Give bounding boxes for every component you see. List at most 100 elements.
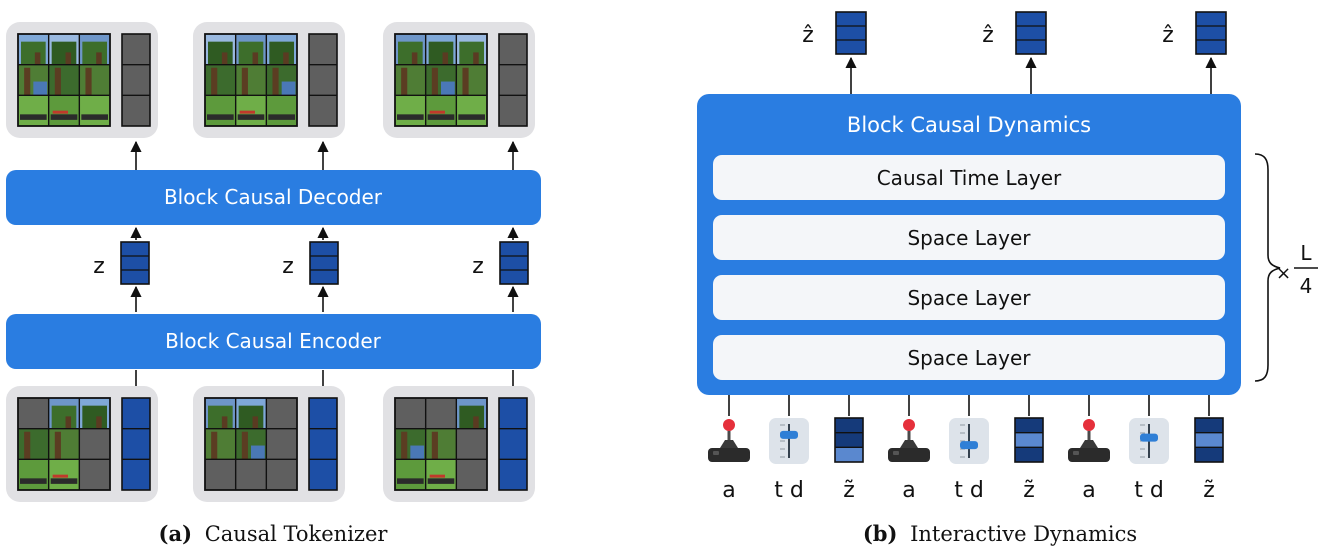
slider-knob xyxy=(780,430,798,439)
hotbar-strip xyxy=(427,114,455,120)
dynamics-caption-tag: (b) xyxy=(863,521,898,546)
masked-patch xyxy=(235,459,267,490)
noisy-latent-token xyxy=(1014,417,1044,463)
block-causal-decoder: Block Causal Decoder xyxy=(6,170,541,225)
water-patch xyxy=(251,445,265,460)
frame-outline xyxy=(204,397,298,491)
token-cell xyxy=(1196,26,1226,40)
joystick-knob xyxy=(903,419,915,431)
trunk-patch xyxy=(283,52,289,65)
token-cell xyxy=(1195,418,1223,433)
grass-patch xyxy=(395,459,426,490)
layer-label: Causal Time Layer xyxy=(877,166,1062,190)
leaf-patch xyxy=(82,41,107,65)
joystick-knob xyxy=(723,419,735,431)
token-cell xyxy=(500,242,528,256)
trunk-patch xyxy=(431,431,438,460)
space-layer: Space Layer xyxy=(713,335,1225,380)
token-outline xyxy=(121,397,151,491)
leaf-patch xyxy=(51,41,77,65)
hotbar-strip xyxy=(20,478,47,484)
trunk-patch xyxy=(272,67,279,96)
token-outline xyxy=(1194,417,1224,463)
trunk-patch xyxy=(473,416,479,429)
token-outline xyxy=(499,241,529,285)
token-cell xyxy=(1195,447,1223,462)
leaf-patch xyxy=(428,41,454,65)
action-label: a xyxy=(902,478,915,503)
token-cell xyxy=(121,256,149,270)
trunk-patch xyxy=(221,416,228,429)
slider-icon xyxy=(949,418,989,464)
masked-patch xyxy=(266,428,297,460)
token-outline xyxy=(498,397,528,491)
masked-patch xyxy=(205,459,236,490)
noisy-latent-label: z̃ xyxy=(1203,478,1215,503)
minecraft-frame-image xyxy=(204,33,298,127)
leaf-patch xyxy=(208,41,233,65)
token-cell xyxy=(310,270,338,284)
predicted-latent-token xyxy=(1195,11,1227,55)
leaf-patch xyxy=(459,41,484,65)
repeat-denominator: 4 xyxy=(1300,274,1313,298)
joystick-icon xyxy=(888,419,930,462)
token-cell xyxy=(122,398,150,429)
joystick-collar xyxy=(1080,440,1098,448)
water-patch xyxy=(33,81,48,96)
joystick-button xyxy=(1073,451,1079,455)
block-causal-encoder: Block Causal Encoder xyxy=(6,314,541,369)
trunk-patch xyxy=(241,67,248,96)
noisy-latent-label: z̃ xyxy=(843,478,855,503)
repeat-brace: × L 4 xyxy=(1254,153,1318,382)
token-outline xyxy=(120,241,150,285)
leaf-patch xyxy=(269,41,294,65)
token-cell xyxy=(310,256,338,270)
layer-box xyxy=(713,215,1225,260)
trunk-patch xyxy=(411,52,418,65)
trunk-patch xyxy=(24,431,31,460)
trunk-patch xyxy=(401,431,408,460)
latent-label: z xyxy=(472,254,484,279)
minecraft-frame-image xyxy=(394,397,488,491)
action-label: a xyxy=(1082,478,1095,503)
token-cell xyxy=(836,40,866,54)
foliage-patch xyxy=(456,64,487,96)
repeat-prefix: × xyxy=(1276,263,1291,284)
token-cell xyxy=(836,12,866,26)
decoder-label: Block Causal Decoder xyxy=(164,185,383,209)
token-cell xyxy=(1196,12,1226,26)
dynamics-caption: (b) Interactive Dynamics xyxy=(863,521,1137,546)
trunk-patch xyxy=(221,52,228,65)
token-cell xyxy=(499,95,527,126)
masked-patch xyxy=(266,459,297,490)
masked-patch xyxy=(79,459,110,490)
foliage-patch xyxy=(235,64,267,96)
token-cell xyxy=(835,418,863,433)
token-cell xyxy=(499,64,527,96)
input-token-stack xyxy=(308,397,338,491)
frame-outline xyxy=(394,33,488,127)
foliage-patch xyxy=(48,64,80,96)
predicted-latent-label: ẑ xyxy=(1162,23,1174,48)
water-patch xyxy=(281,81,296,96)
tokenizer-caption: (a) Causal Tokenizer xyxy=(159,521,389,546)
health-bar xyxy=(52,474,68,478)
token-cell xyxy=(1195,432,1223,448)
layer-label: Space Layer xyxy=(907,346,1031,370)
token-cell xyxy=(500,256,528,270)
frame-outline xyxy=(204,33,298,127)
slider-icon xyxy=(769,418,809,464)
foliage-patch xyxy=(18,428,49,460)
grass-patch xyxy=(395,95,426,126)
grass-patch xyxy=(79,95,110,126)
predicted-latent-label: ẑ xyxy=(982,23,994,48)
foliage-patch xyxy=(79,64,110,96)
token-cell xyxy=(122,34,150,65)
joystick-collar xyxy=(900,440,918,448)
token-cell xyxy=(1016,26,1046,40)
noisy-latent-token xyxy=(1194,417,1224,463)
minecraft-frame-image xyxy=(17,397,111,491)
joystick-button xyxy=(893,451,899,455)
minecraft-frame-image xyxy=(394,33,488,127)
